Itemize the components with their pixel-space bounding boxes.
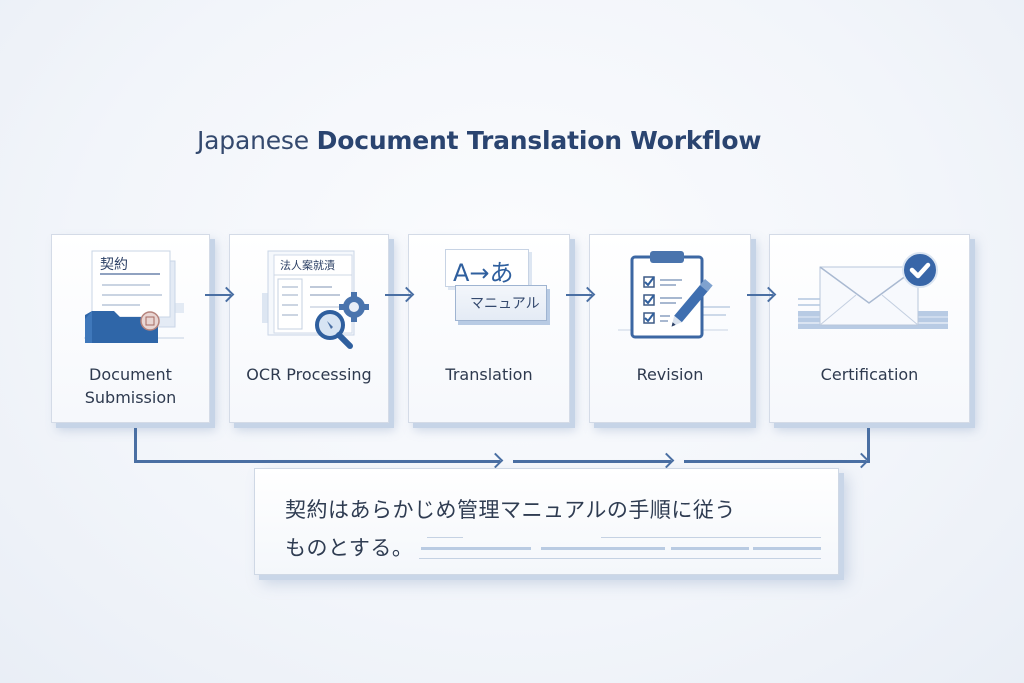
svg-text:法人案就漬: 法人案就漬 bbox=[280, 258, 335, 272]
connector-line bbox=[134, 428, 137, 462]
sample-text-line2: ものとする。 bbox=[285, 536, 414, 560]
sample-text-panel: 契約はあらかじめ管理マニュアルの手順に従う ものとする。 bbox=[254, 468, 839, 575]
step-label: Document Submission bbox=[52, 363, 209, 409]
translate-icon: A→あ bbox=[445, 249, 529, 287]
title-light: Japanese bbox=[197, 126, 309, 155]
decor-line bbox=[421, 547, 531, 550]
title-bold: Document Translation Workflow bbox=[316, 126, 762, 155]
decor-line bbox=[753, 547, 821, 550]
checklist-pencil-icon bbox=[618, 251, 730, 339]
decor-line bbox=[601, 537, 821, 538]
step-label-line2: Submission bbox=[84, 388, 177, 407]
step-label: Translation bbox=[445, 365, 533, 384]
arrow-right-icon bbox=[747, 294, 773, 296]
step-label-line1: Document bbox=[89, 365, 172, 384]
arrow-right-icon bbox=[566, 294, 592, 296]
envelope-check-icon bbox=[798, 252, 948, 329]
svg-text:契約: 契約 bbox=[100, 257, 128, 273]
step-card-certification: Certification bbox=[769, 234, 970, 423]
translate-source-target: A→あ bbox=[453, 259, 514, 287]
japanese-sample-text: 契約はあらかじめ管理マニュアルの手順に従う ものとする。 bbox=[285, 491, 825, 567]
arrow-right-icon bbox=[385, 294, 411, 296]
step-label: OCR Processing bbox=[246, 365, 372, 384]
step-label: Revision bbox=[636, 365, 704, 384]
manual-card-icon: マニュアル bbox=[455, 285, 547, 321]
manual-text: マニュアル bbox=[470, 296, 540, 312]
diagram-title: Japanese Document Translation Workflow bbox=[197, 126, 761, 155]
flow-arrow-icon bbox=[513, 460, 671, 463]
decor-line bbox=[671, 547, 749, 550]
flow-arrow-icon bbox=[684, 460, 866, 463]
ocr-scan-icon: 法人案就漬 bbox=[262, 250, 369, 349]
decor-line bbox=[419, 558, 821, 559]
step-card-document-submission: 契約 Document Submission bbox=[51, 234, 210, 423]
folder-contract-icon: 契約 bbox=[84, 250, 184, 343]
flow-arrow-icon bbox=[134, 460, 500, 463]
decor-line bbox=[541, 547, 665, 550]
decor-line bbox=[427, 537, 463, 538]
step-label: Certification bbox=[820, 365, 919, 384]
step-card-translation: A→あ マニュアル Translation bbox=[408, 234, 570, 423]
step-card-ocr-processing: 法人案就漬 OCR Processing bbox=[229, 234, 389, 423]
sample-text-line1: 契約はあらかじめ管理マニュアルの手順に従う bbox=[285, 498, 736, 522]
arrow-right-icon bbox=[205, 294, 231, 296]
connector-line bbox=[867, 428, 870, 463]
step-card-revision: Revision bbox=[589, 234, 751, 423]
